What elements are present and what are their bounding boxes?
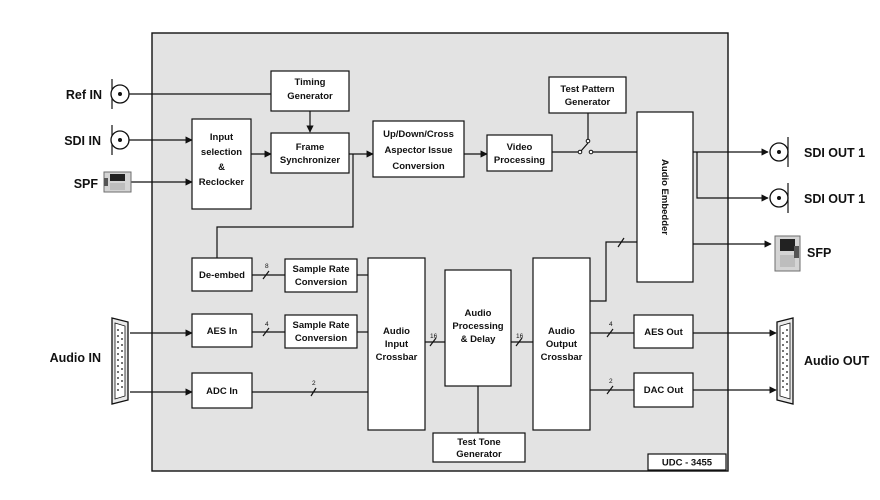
bus-width-2-out: 2: [609, 378, 613, 385]
block-adc-in: ADC In: [191, 372, 253, 409]
block-label-line: Test Pattern: [560, 84, 614, 95]
block-label-line: & Delay: [461, 334, 497, 345]
block-aes-in: AES In: [191, 313, 253, 348]
block-test-tone-generator: Test Tone Generator: [432, 432, 526, 463]
block-up-down-cross: Up/Down/Cross Aspector Issue Conversion: [372, 120, 465, 178]
bus-width-4-out: 4: [609, 321, 613, 328]
block-test-pattern-generator: Test Pattern Generator: [548, 76, 627, 114]
block-label-line: AES Out: [644, 327, 683, 338]
block-label-line: Sample Rate: [292, 320, 349, 331]
block-label-line: DAC Out: [644, 385, 684, 396]
block-video-processing: Video Processing: [486, 134, 553, 172]
bus-width-16-a: 16: [430, 333, 438, 340]
block-label-line: Output: [546, 339, 578, 350]
block-label-line: Audio: [465, 308, 492, 319]
block-label-line: Conversion: [295, 333, 347, 344]
block-audio-processing-delay: Audio Processing & Delay: [444, 269, 512, 387]
block-label-line: ADC In: [206, 386, 238, 397]
block-label-line: Sample Rate: [292, 264, 349, 275]
label-sdi-out-1b: SDI OUT 1: [804, 192, 865, 206]
block-label-line: Processing: [452, 321, 503, 332]
block-label-line: Generator: [565, 97, 611, 108]
block-audio-output-crossbar: Audio Output Crossbar: [532, 257, 591, 431]
bus-width-8: 8: [265, 263, 269, 270]
model-label: UDC - 3455: [662, 458, 713, 469]
block-label-line: Processing: [494, 155, 545, 166]
block-label-line: Generator: [287, 91, 333, 102]
block-audio-embedder: Audio Embedder: [636, 111, 694, 283]
bus-width-labels: 8 4 2 16 16 4 2: [265, 263, 613, 387]
block-label-line: Frame: [296, 142, 325, 153]
label-sfp: SFP: [807, 246, 831, 260]
block-sample-rate-conversion-1: Sample Rate Conversion: [284, 258, 358, 293]
block-label-line: Video: [507, 142, 533, 153]
block-label-line: Audio: [383, 326, 410, 337]
model-label-box: [647, 453, 727, 471]
label-sdi-out-1a: SDI OUT 1: [804, 146, 865, 160]
block-label-line: Aspector Issue: [384, 145, 452, 156]
block-label-line: Reclocker: [199, 177, 245, 188]
bus-width-4-in: 4: [265, 321, 269, 328]
block-label-line: Conversion: [392, 161, 444, 172]
block-label-line: Input: [385, 339, 409, 350]
block-de-embed: De-embed: [191, 257, 253, 292]
bnc-connector-icon: [769, 137, 789, 167]
db25-connector-icon: [111, 317, 129, 405]
block-label-line: Audio: [548, 326, 575, 337]
block-label-line: Crossbar: [541, 352, 583, 363]
block-input-selection: Input selection & Reclocker: [191, 118, 252, 210]
bus-slashes: [262, 237, 625, 397]
block-label-line: Test Tone: [457, 437, 500, 448]
block-frame-synchronizer: Frame Synchronizer: [270, 132, 350, 174]
label-sdi-in: SDI IN: [64, 134, 101, 148]
block-label-line: &: [218, 162, 225, 173]
block-label-line: Conversion: [295, 277, 347, 288]
block-label-line: Timing: [295, 77, 326, 88]
bus-width-16-b: 16: [516, 333, 524, 340]
block-aes-out: AES Out: [633, 314, 694, 349]
block-dac-out: DAC Out: [633, 372, 694, 408]
bus-width-2-in: 2: [312, 380, 316, 387]
block-label-line: Up/Down/Cross: [383, 129, 454, 140]
block-label-line: Input: [210, 132, 234, 143]
sfp-module-icon: [103, 171, 132, 193]
block-label-line: selection: [201, 147, 242, 158]
block-label-line: Generator: [456, 449, 502, 460]
bnc-connector-icon: [769, 183, 789, 213]
signal-lines: [129, 93, 777, 433]
label-audio-in: Audio IN: [50, 351, 101, 365]
sfp-module-icon: [774, 235, 801, 272]
block-label-line: AES In: [207, 326, 238, 337]
block-label-line: De-embed: [199, 270, 245, 281]
db25-connector-icon: [776, 317, 794, 405]
block-audio-input-crossbar: Audio Input Crossbar: [367, 257, 426, 431]
block-sample-rate-conversion-2: Sample Rate Conversion: [284, 314, 358, 349]
label-audio-out: Audio OUT: [804, 354, 870, 368]
block-label-line: Audio Embedder: [659, 159, 670, 235]
bnc-connector-icon: [110, 125, 130, 155]
block-label-line: Synchronizer: [280, 155, 340, 166]
bnc-connector-icon: [110, 79, 130, 109]
label-ref-in: Ref IN: [66, 88, 102, 102]
block-timing-generator: Timing Generator: [270, 70, 350, 112]
block-label-line: Crossbar: [376, 352, 418, 363]
switch-icon: [577, 138, 594, 155]
label-spf: SPF: [74, 177, 99, 191]
